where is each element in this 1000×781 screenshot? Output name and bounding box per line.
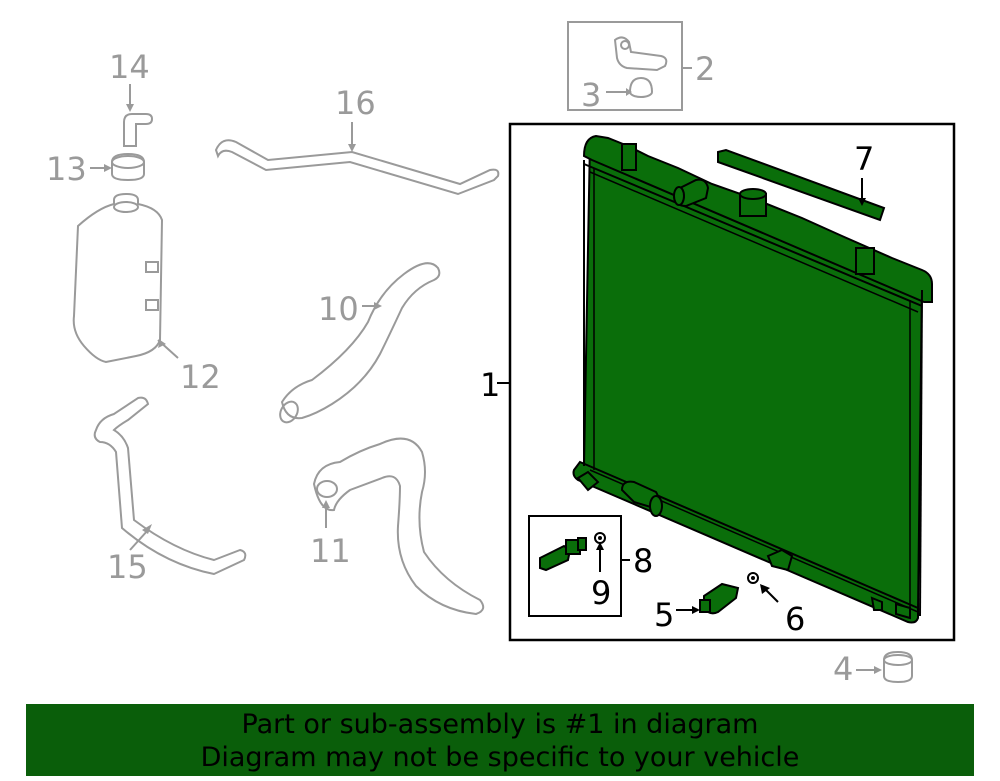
- reservoir-cap-group: 14 13: [46, 48, 154, 188]
- drain-plug-oring-part[interactable]: [747, 572, 759, 584]
- sensor-oring-part[interactable]: [594, 532, 606, 544]
- reservoir-hose-part[interactable]: [93, 396, 247, 576]
- overflow-fitting-part[interactable]: [123, 113, 154, 147]
- notice-banner: Part or sub-assembly is #1 in diagram Di…: [26, 704, 974, 776]
- upper-hose-group: 10: [279, 262, 441, 424]
- notice-line-1: Part or sub-assembly is #1 in diagram: [241, 709, 759, 740]
- callout-8: 8: [633, 542, 653, 580]
- callout-9: 9: [591, 574, 611, 612]
- bracket-part[interactable]: [613, 36, 668, 72]
- radiator-assembly-box: 1: [480, 122, 956, 642]
- callout-1: 1: [480, 366, 500, 404]
- sensor-inset: 9 8: [528, 515, 653, 617]
- overflow-hose-group: 16: [214, 84, 500, 196]
- callout-10: 10: [318, 290, 359, 328]
- overflow-hose-part[interactable]: [214, 139, 500, 196]
- lower-grommet-group: 4: [833, 650, 913, 688]
- upper-radiator-hose-part[interactable]: [280, 262, 441, 420]
- callout-6: 6: [785, 600, 805, 638]
- coolant-reservoir-part[interactable]: [72, 192, 164, 364]
- callout-14: 14: [109, 48, 150, 86]
- radiator-seal-part[interactable]: [717, 148, 886, 222]
- grommet-part[interactable]: [629, 76, 653, 93]
- callout-5: 5: [654, 596, 674, 634]
- reservoir-hose-group: 15: [93, 396, 247, 586]
- callout-3: 3: [581, 76, 601, 114]
- lower-hose-group: 11: [310, 437, 485, 616]
- radiator-part[interactable]: [572, 134, 933, 624]
- temperature-sensor-part[interactable]: [539, 537, 587, 572]
- callout-12: 12: [180, 358, 221, 396]
- callout-7: 7: [854, 140, 874, 178]
- bracket-inset: 2 3: [567, 21, 715, 114]
- callout-11: 11: [310, 532, 351, 570]
- callout-13: 13: [46, 150, 87, 188]
- callout-2: 2: [695, 50, 715, 88]
- reservoir-tank-group: 12: [72, 192, 221, 396]
- notice-line-2: Diagram may not be specific to your vehi…: [200, 742, 800, 773]
- callout-15: 15: [107, 548, 148, 586]
- callout-16: 16: [335, 84, 376, 122]
- drain-plug-part[interactable]: [699, 582, 740, 615]
- lower-radiator-hose-part[interactable]: [312, 437, 485, 616]
- callout-4: 4: [833, 650, 853, 688]
- mount-grommet-part[interactable]: [883, 650, 913, 684]
